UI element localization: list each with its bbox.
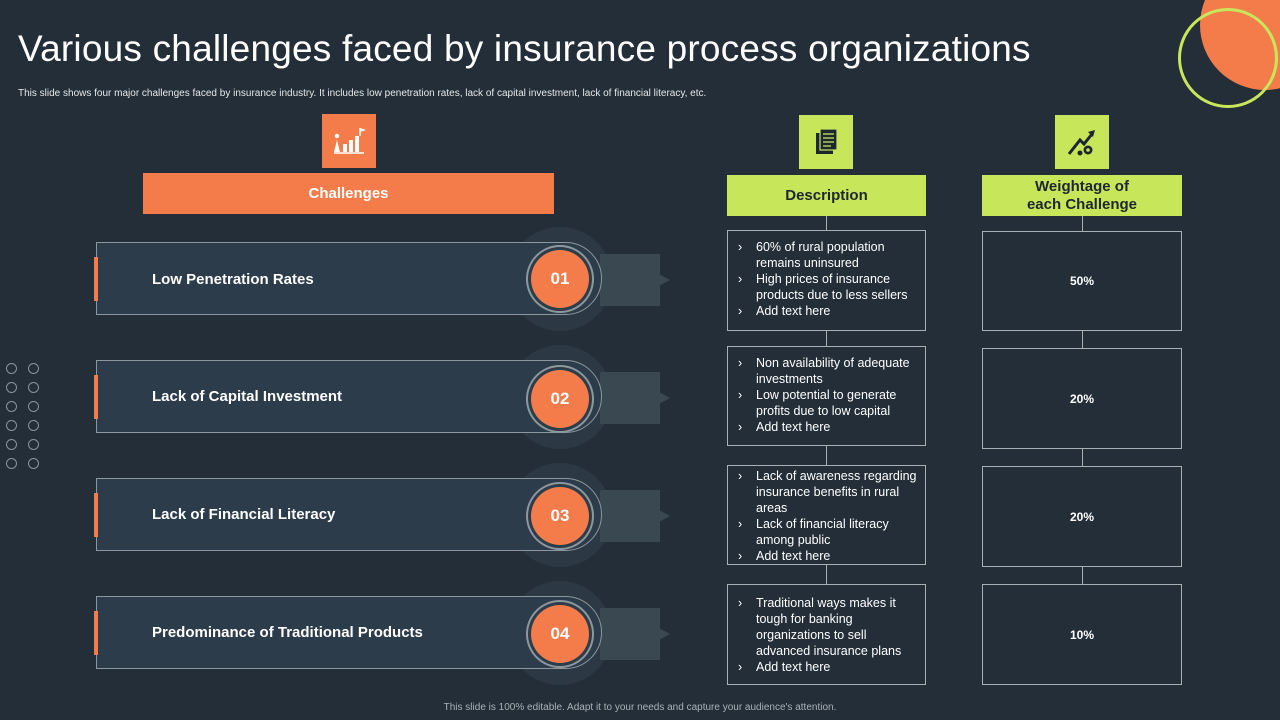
growth-chart-flag-icon <box>322 114 376 168</box>
challenge-card <box>96 596 602 669</box>
weightage-value: 10% <box>1069 627 1095 642</box>
document-list-icon <box>799 115 853 169</box>
decorative-dot <box>28 420 39 431</box>
description-item: Add text here <box>736 303 919 319</box>
description-header: Description <box>727 175 926 216</box>
description-item: Non availability of adequate investments <box>736 355 919 387</box>
challenges-header-label: Challenges <box>308 184 389 202</box>
challenge-number: 02 <box>531 370 589 428</box>
decorative-dot <box>28 363 39 374</box>
decorative-dot <box>6 439 17 450</box>
description-box: 60% of rural population remains uninsure… <box>727 230 926 331</box>
description-item: High prices of insurance products due to… <box>736 271 919 303</box>
description-header-label: Description <box>785 186 868 204</box>
challenge-label: Low Penetration Rates <box>152 271 314 288</box>
weightage-header-line1: Weightage of <box>1035 177 1129 195</box>
row-arrow <box>622 490 670 542</box>
description-item: Add text here <box>736 659 919 675</box>
description-box: Traditional ways makes it tough for bank… <box>727 584 926 685</box>
decorative-dot <box>6 420 17 431</box>
challenge-card <box>96 478 602 551</box>
decorative-dot <box>28 401 39 412</box>
challenge-label: Lack of Financial Literacy <box>152 506 336 523</box>
row-arrow <box>622 254 670 306</box>
weightage-box: 10% <box>982 584 1182 685</box>
connector-line <box>1082 449 1083 466</box>
weightage-box: 20% <box>982 466 1182 567</box>
connector-line <box>826 446 827 465</box>
challenge-label: Lack of Capital Investment <box>152 388 343 405</box>
connector-line <box>826 216 827 230</box>
decorative-dot <box>6 401 17 412</box>
weightage-box: 50% <box>982 231 1182 331</box>
rising-arrow-gear-icon <box>1055 115 1109 169</box>
weightage-value: 20% <box>1069 509 1095 524</box>
connector-line <box>826 565 827 584</box>
description-item: Lack of awareness regarding insurance be… <box>736 468 919 516</box>
challenge-card <box>96 360 602 433</box>
description-item: Low potential to generate profits due to… <box>736 387 919 419</box>
decorative-dot <box>6 382 17 393</box>
weightage-value: 50% <box>1069 274 1095 288</box>
decorative-dot <box>6 363 17 374</box>
connector-line <box>826 331 827 346</box>
weightage-header: Weightage of each Challenge <box>982 175 1182 216</box>
connector-line <box>1082 567 1083 584</box>
description-item: Add text here <box>736 419 919 435</box>
card-accent <box>94 257 98 301</box>
description-item: 60% of rural population remains uninsure… <box>736 239 919 271</box>
slide-subtitle: This slide shows four major challenges f… <box>18 88 707 99</box>
decorative-dot <box>28 382 39 393</box>
weightage-header-line2: each Challenge <box>1026 195 1138 213</box>
weightage-box: 20% <box>982 348 1182 449</box>
footer-note: This slide is 100% editable. Adapt it to… <box>443 702 837 713</box>
description-box: Non availability of adequate investments… <box>727 346 926 446</box>
slide-title: Various challenges faced by insurance pr… <box>18 28 1031 69</box>
challenges-header: Challenges <box>143 173 554 214</box>
decorative-dot <box>6 458 17 469</box>
decorative-dot-grid <box>6 363 40 469</box>
challenge-number: 01 <box>531 250 589 308</box>
card-accent <box>94 611 98 655</box>
connector-line <box>1082 216 1083 231</box>
row-arrow <box>622 372 670 424</box>
description-box: Lack of awareness regarding insurance be… <box>727 465 926 565</box>
description-item: Add text here <box>736 548 919 564</box>
challenge-card <box>96 242 602 315</box>
decorative-dot <box>28 458 39 469</box>
challenge-number: 03 <box>531 487 589 545</box>
challenge-label: Predominance of Traditional Products <box>152 624 423 641</box>
card-accent <box>94 493 98 537</box>
weightage-value: 20% <box>1069 391 1095 406</box>
connector-line <box>1082 331 1083 348</box>
challenge-number: 04 <box>531 605 589 663</box>
description-item: Lack of financial literacy among public <box>736 516 919 548</box>
row-arrow <box>622 608 670 660</box>
card-accent <box>94 375 98 419</box>
decorative-dot <box>28 439 39 450</box>
decorative-green-ring <box>1178 8 1278 108</box>
description-item: Traditional ways makes it tough for bank… <box>736 595 919 659</box>
